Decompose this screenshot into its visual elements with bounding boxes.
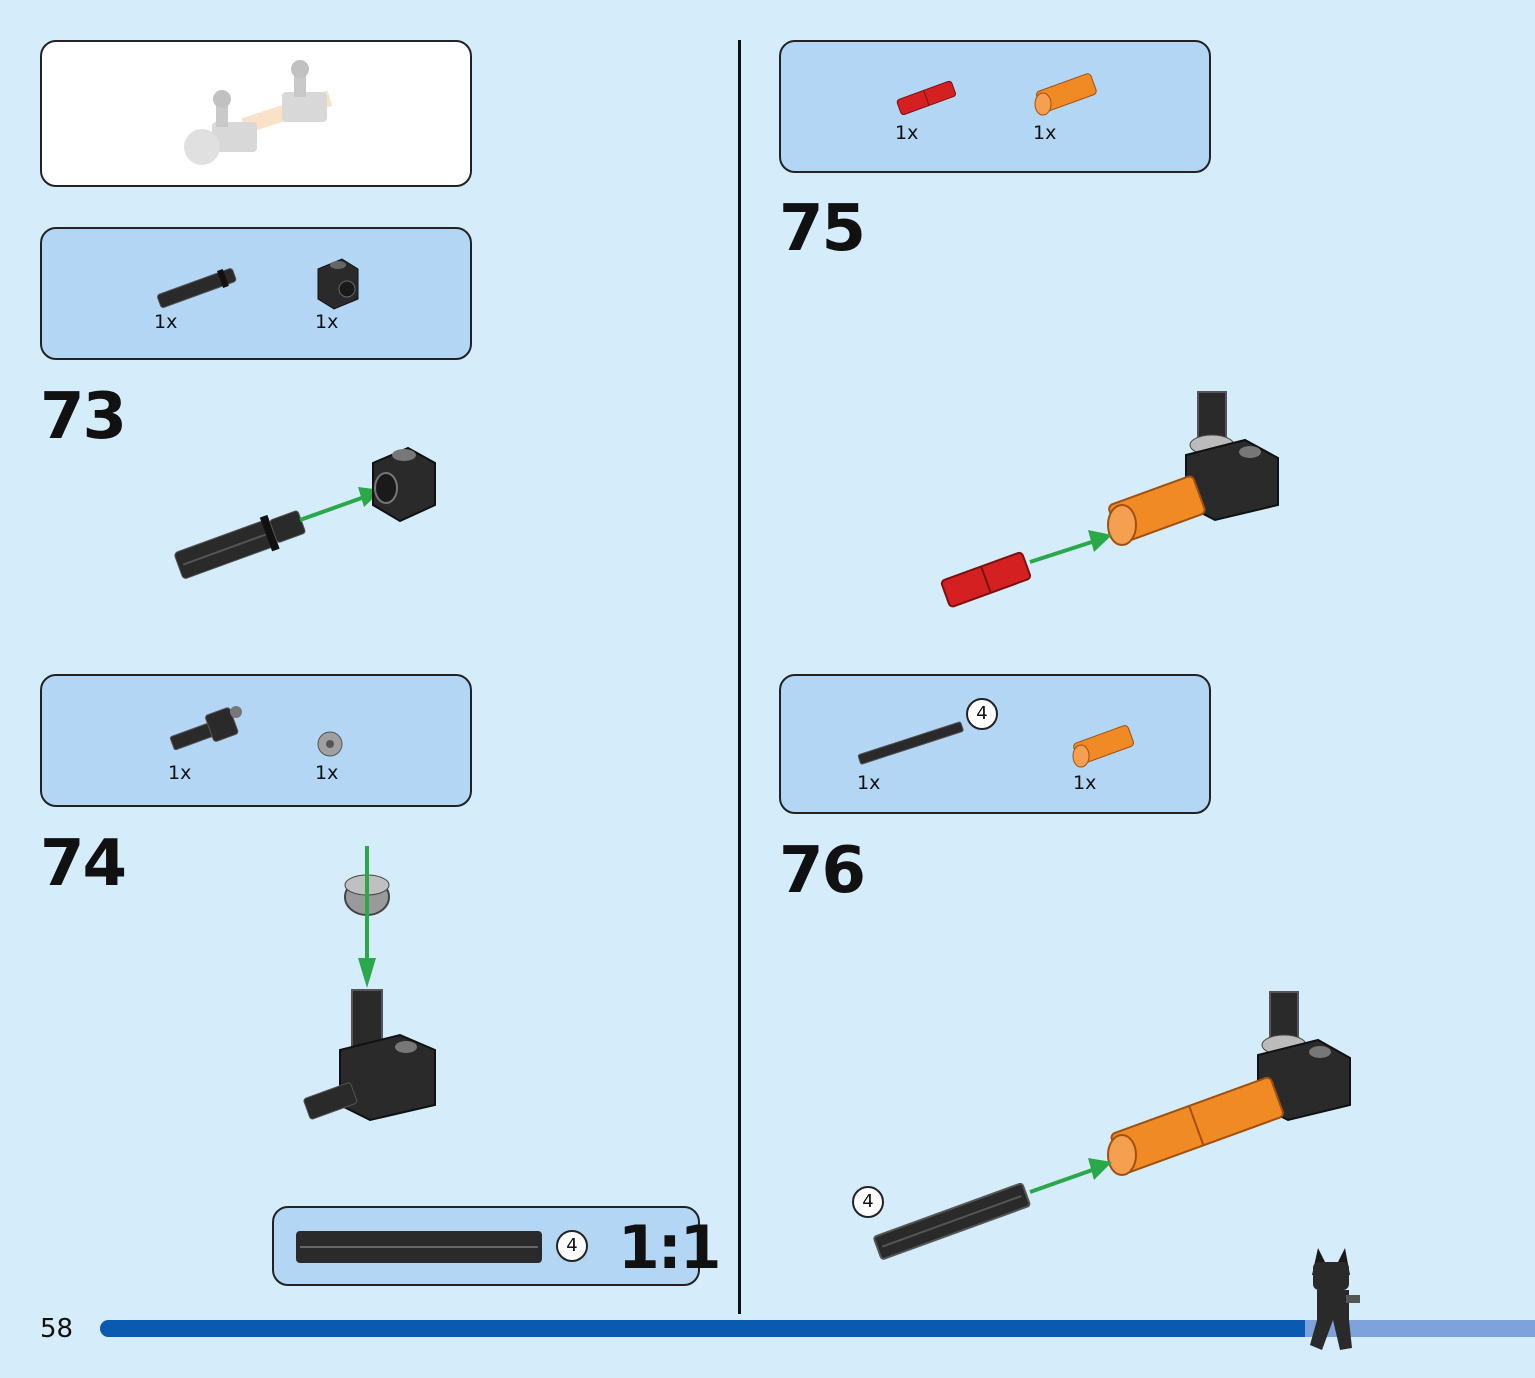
part-qty: 1x bbox=[315, 762, 339, 784]
step-76-parts-box: 4 1x 1x bbox=[779, 674, 1211, 814]
axle-joiner-icon bbox=[896, 80, 956, 116]
orange-connector-icon bbox=[1034, 73, 1097, 116]
step-number: 76 bbox=[779, 834, 866, 908]
step-number: 74 bbox=[40, 827, 127, 901]
axle-length-badge: 4 bbox=[852, 1186, 884, 1218]
step-73-parts-box: 1x 1x bbox=[40, 227, 472, 360]
column-divider bbox=[738, 40, 741, 1314]
step-number: 75 bbox=[779, 192, 866, 266]
axle-length-badge: 4 bbox=[966, 698, 998, 730]
step-73-illustration bbox=[174, 446, 436, 579]
part-qty: 1x bbox=[168, 762, 192, 784]
orange-connector-icon bbox=[1072, 725, 1134, 768]
step-74-parts-box: 1x 1x bbox=[40, 674, 472, 807]
technic-brick-1x1-icon bbox=[317, 258, 359, 310]
part-qty: 1x bbox=[315, 311, 339, 333]
part-qty: 1x bbox=[857, 772, 881, 794]
axle-icon bbox=[857, 721, 964, 765]
step-74-illustration bbox=[303, 846, 436, 1122]
scale-ratio: 1:1 bbox=[618, 1213, 721, 1283]
axle-scale-icon bbox=[296, 1231, 542, 1263]
progress-bar bbox=[100, 1320, 1306, 1337]
part-qty: 1x bbox=[895, 122, 919, 144]
axle-connector-icon bbox=[169, 706, 242, 751]
axle-with-stop-icon bbox=[157, 268, 237, 308]
axle-length-badge: 4 bbox=[556, 1230, 588, 1262]
part-qty: 1x bbox=[1033, 122, 1057, 144]
preview-box bbox=[40, 40, 472, 187]
scale-box: 4 1:1 bbox=[272, 1206, 721, 1286]
page-number: 58 bbox=[40, 1314, 74, 1344]
previous-assembly-preview-icon bbox=[184, 60, 333, 165]
bush-icon bbox=[317, 731, 343, 757]
step-75-parts-box: 1x 1x bbox=[779, 40, 1211, 173]
part-qty: 1x bbox=[1073, 772, 1097, 794]
part-qty: 1x bbox=[154, 311, 178, 333]
step-number: 73 bbox=[40, 380, 127, 454]
